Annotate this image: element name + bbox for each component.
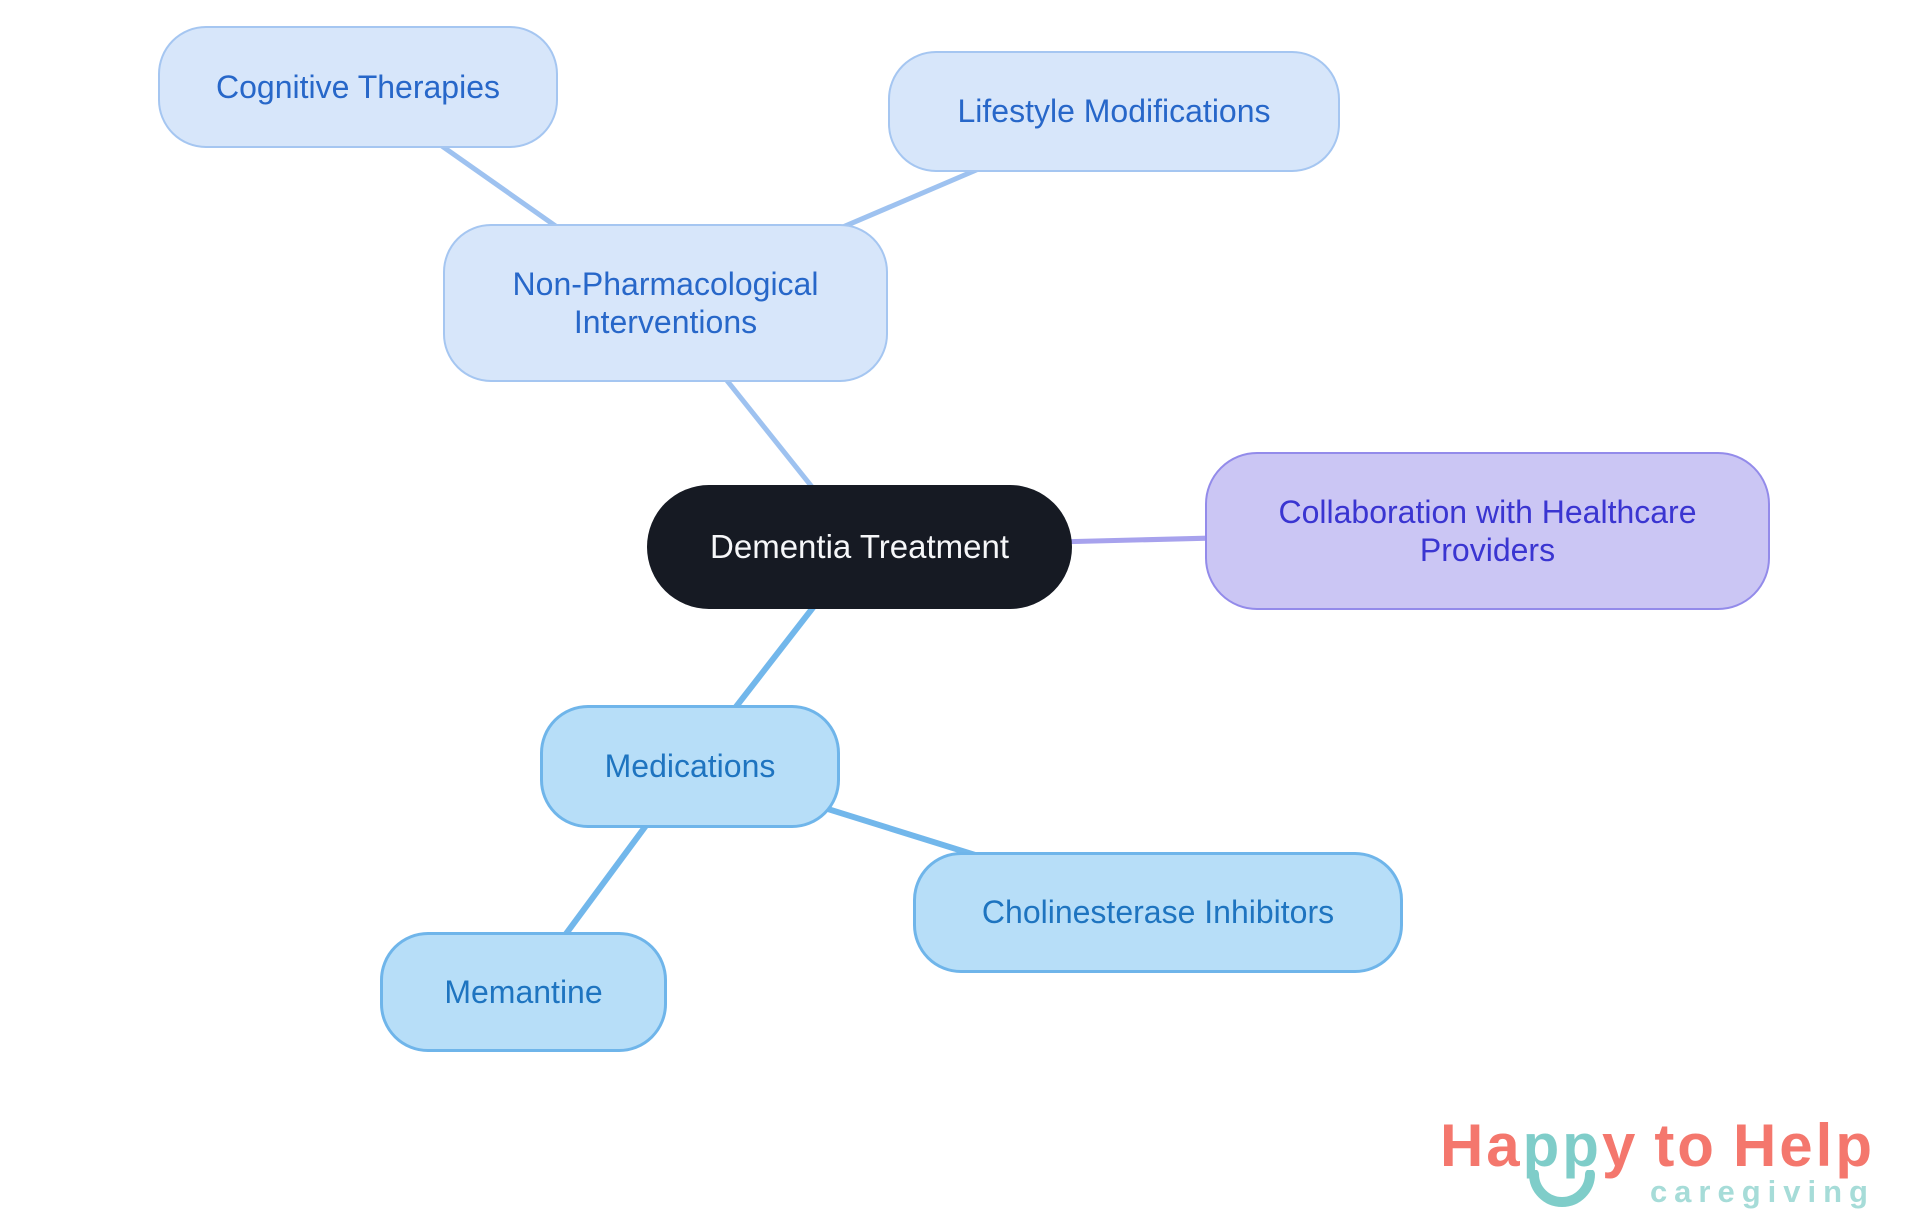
node-memantine-label: Memantine (444, 973, 603, 1010)
node-memantine: Memantine (380, 932, 667, 1052)
smile-icon (1529, 1170, 1596, 1207)
node-cognitive-therapies: Cognitive Therapies (158, 26, 558, 148)
node-cholinesterase-inhibitors: Cholinesterase Inhibitors (913, 852, 1403, 973)
node-non-pharmacological-interventions: Non-Pharmacological Interventions (443, 224, 888, 382)
node-dementia-treatment-label: Dementia Treatment (710, 528, 1009, 566)
node-collaboration-healthcare-providers-label: Collaboration with Healthcare Providers (1278, 493, 1697, 568)
logo-word-pp: pp (1523, 1116, 1602, 1207)
node-medications: Medications (540, 705, 840, 828)
logo-tagline: caregiving (1649, 1174, 1875, 1209)
node-dementia-treatment: Dementia Treatment (647, 485, 1072, 609)
logo-word-y: y (1601, 1112, 1639, 1179)
node-lifestyle-modifications-label: Lifestyle Modifications (957, 93, 1271, 130)
node-medications-label: Medications (604, 748, 776, 785)
node-lifestyle-modifications: Lifestyle Modifications (888, 51, 1340, 172)
node-cholinesterase-inhibitors-label: Cholinesterase Inhibitors (981, 894, 1335, 931)
node-cognitive-therapies-label: Cognitive Therapies (215, 68, 500, 105)
node-collaboration-healthcare-providers: Collaboration with Healthcare Providers (1205, 452, 1770, 610)
logo-word-help: Help (1732, 1112, 1875, 1179)
node-non-pharmacological-interventions-label: Non-Pharmacological Interventions (512, 265, 819, 340)
logo-word-ha: Ha (1439, 1112, 1523, 1179)
logo-word-to: to (1654, 1112, 1717, 1179)
